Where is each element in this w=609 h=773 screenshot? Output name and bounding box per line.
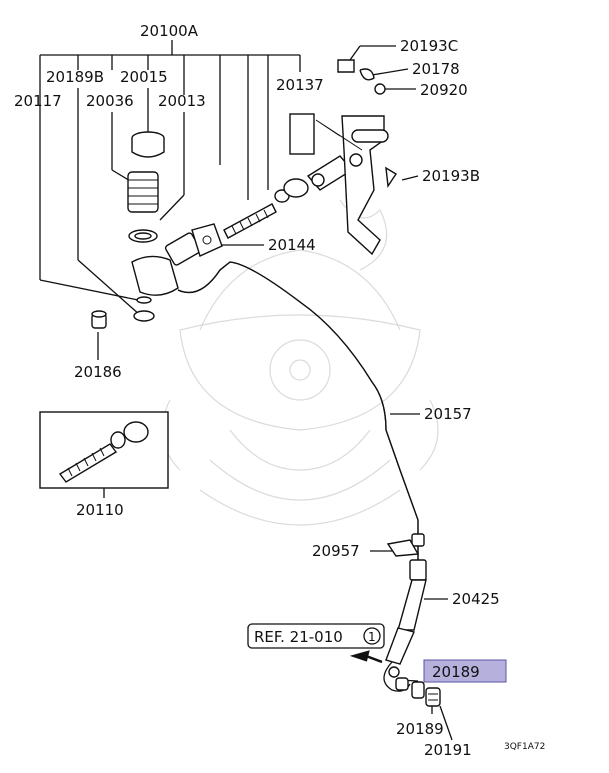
- label-20100A: 20100A: [140, 22, 199, 40]
- label-20157: 20157: [424, 405, 472, 423]
- ref-circle-number: 1: [368, 630, 376, 644]
- label-20013: 20013: [158, 92, 206, 110]
- watermark-emblem: [161, 199, 439, 526]
- master-cylinder: [91, 223, 223, 329]
- clutch-pipe: [177, 261, 425, 560]
- label-20193B: 20193B: [422, 167, 480, 185]
- label-20144: 20144: [268, 236, 316, 254]
- highlight-20189[interactable]: 20189: [423, 659, 507, 683]
- label-20137: 20137: [276, 76, 324, 94]
- label-20957: 20957: [312, 542, 360, 560]
- label-20186: 20186: [74, 363, 122, 381]
- repair-kit-box: [39, 411, 169, 498]
- ref-text: REF. 21-010: [254, 628, 343, 646]
- diagram-code: 3QF1A72: [504, 742, 545, 752]
- label-20193C: 20193C: [400, 37, 458, 55]
- label-20920: 20920: [420, 81, 468, 99]
- label-20015: 20015: [120, 68, 168, 86]
- label-20189-bottom: 20189: [396, 720, 444, 738]
- ref-callout[interactable]: REF. 21-010 1: [247, 623, 385, 649]
- label-20189-highlighted: 20189: [432, 663, 480, 681]
- label-20036: 20036: [86, 92, 134, 110]
- pedal-assembly: [315, 59, 397, 256]
- reservoir-assembly: [127, 131, 165, 243]
- group-bracket-20100A: [39, 40, 301, 280]
- label-20425: 20425: [452, 590, 500, 608]
- label-20178: 20178: [412, 60, 460, 78]
- leader-lines: [39, 45, 453, 741]
- ref-arrow-icon: [349, 650, 383, 664]
- flex-hose: [383, 559, 427, 692]
- label-20191: 20191: [424, 741, 472, 759]
- label-20189B: 20189B: [46, 68, 104, 86]
- piston-rod: [223, 113, 354, 239]
- label-20117: 20117: [14, 92, 62, 110]
- bleeder-fittings: [411, 681, 441, 707]
- label-20110: 20110: [76, 501, 124, 519]
